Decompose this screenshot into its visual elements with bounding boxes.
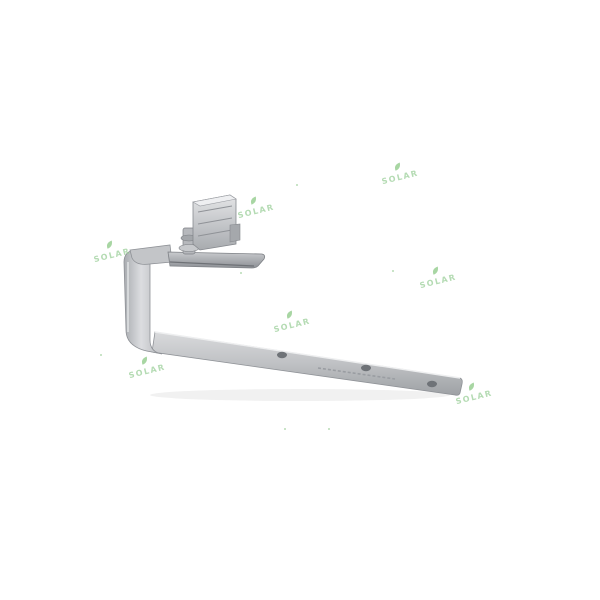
hook-top-arm — [129, 244, 173, 265]
clamp-top-face — [192, 194, 237, 207]
hook-base-arm — [151, 331, 463, 396]
watermark-speck — [100, 354, 102, 356]
ground-shadow — [150, 389, 450, 401]
plate-shadow-line — [169, 261, 255, 267]
mounting-hole-2 — [361, 364, 371, 372]
hook-riser — [123, 249, 163, 355]
watermark-speck — [240, 272, 242, 274]
watermark-speck — [328, 428, 330, 430]
adjuster-plate — [167, 251, 266, 269]
mounting-hole-1 — [277, 351, 287, 359]
mounting-hole-3 — [427, 380, 437, 388]
watermark-speck — [392, 270, 394, 272]
watermark-speck — [284, 428, 286, 430]
arm-highlight — [154, 331, 461, 379]
watermark-speck — [296, 184, 298, 186]
clamp-side-tab — [229, 223, 241, 243]
arm-engraving — [317, 367, 396, 380]
clamp-grooves — [197, 205, 233, 237]
